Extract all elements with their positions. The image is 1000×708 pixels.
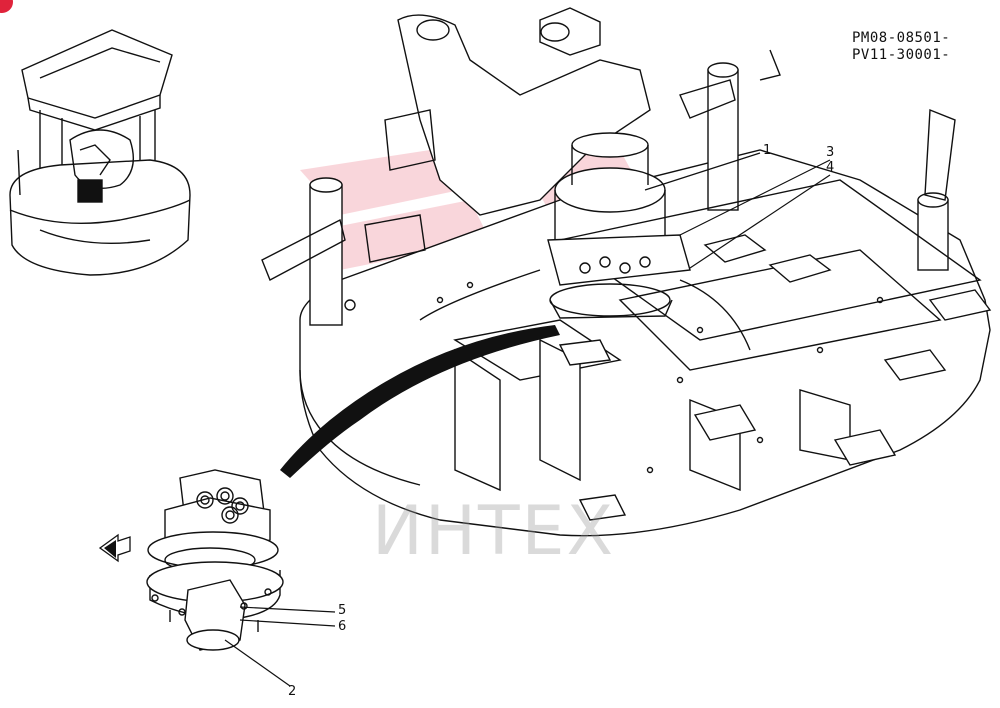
swivel-motor-detail [146,469,284,651]
inset-cab-view [9,29,191,276]
callout-4: 4 [826,160,835,175]
serial-number-range-2: PV11-30001- [852,47,951,63]
callout-1: 1 [763,143,772,158]
upper-frame [261,7,992,537]
watermark-text: ИНТЕХ [372,492,616,571]
callout-3: 3 [826,145,835,160]
corner-badge [0,0,13,13]
leader-lines [224,152,831,687]
serial-number-range-1: PM08-08501- [852,30,951,46]
callout-2: 2 [288,684,297,699]
callout-5: 5 [338,603,347,618]
pointer-arrow [280,325,560,478]
callout-6: 6 [338,619,347,634]
